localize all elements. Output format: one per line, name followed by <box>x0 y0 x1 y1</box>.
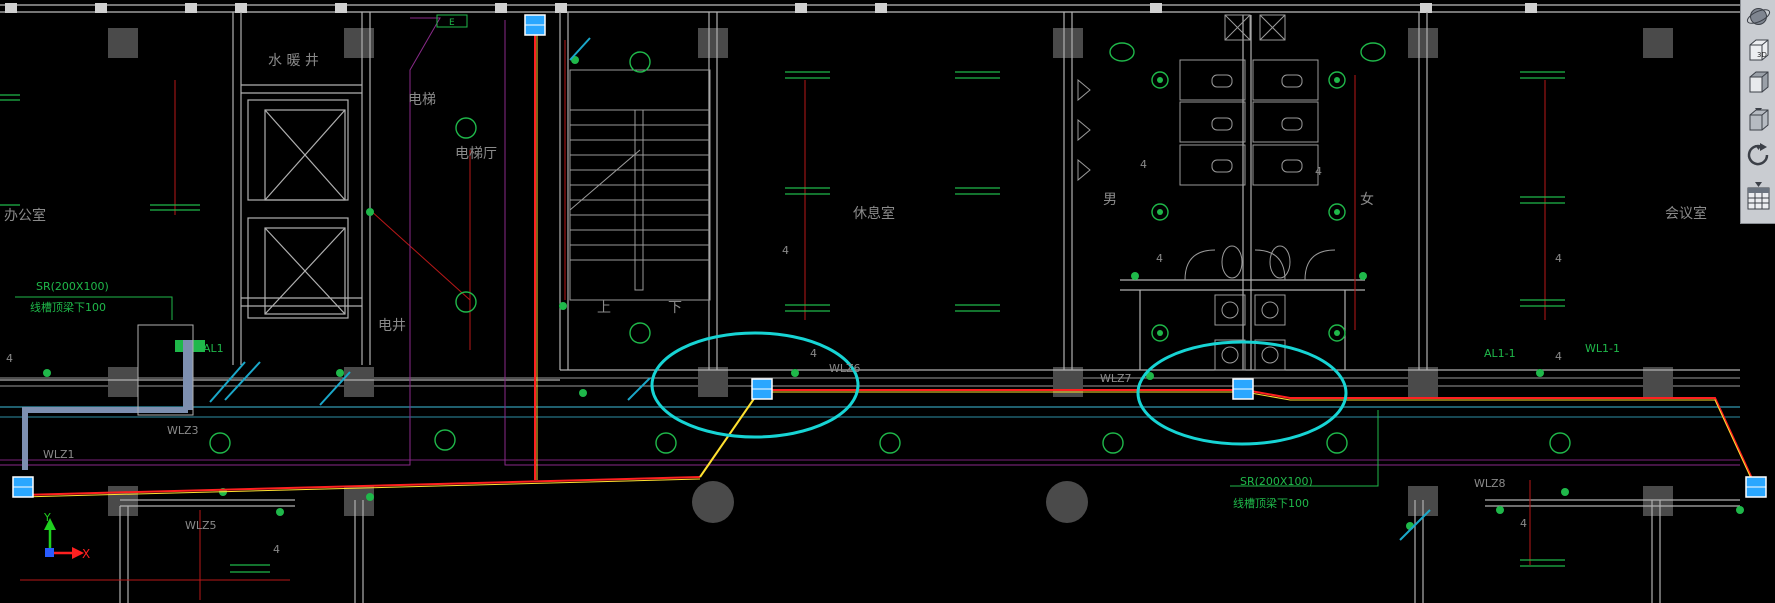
count-label: 4 <box>273 543 280 556</box>
axis-label-x: X <box>82 547 90 561</box>
chevron-down-icon[interactable] <box>1755 172 1762 187</box>
light-fixtures <box>209 42 1571 454</box>
room-label-female: 女 <box>1360 191 1374 208</box>
ucs-axis-icon: Y X <box>43 511 90 561</box>
count-label: 4 <box>1520 517 1527 530</box>
count-label: 4 <box>1140 158 1147 171</box>
room-label-meeting-room: 会议室 <box>1665 205 1707 222</box>
shade-icon[interactable] <box>1745 106 1772 133</box>
room-label-elevator: 电梯 <box>408 92 436 108</box>
corridor <box>0 377 1740 461</box>
top-window-ticks <box>5 3 1537 13</box>
annotation-frames <box>15 14 1379 487</box>
tray-spec-right: SR(200X100) <box>1240 475 1313 488</box>
count-label: 4 <box>1315 165 1322 178</box>
room-label-elevator-hall: 电梯厅 <box>455 146 497 162</box>
3d-view-icon[interactable]: 3D <box>1745 36 1772 63</box>
tray-note-right: 线槽顶梁下100 <box>1233 496 1309 510</box>
panel-al1-symbol <box>22 324 205 470</box>
orbit-icon[interactable] <box>1745 3 1772 30</box>
cable-routes <box>20 40 1546 600</box>
count-label: 4 <box>1156 252 1163 265</box>
side-doors <box>1077 78 1091 182</box>
door-tag: E <box>449 18 455 28</box>
chevron-down-icon[interactable] <box>1755 98 1762 113</box>
structural-columns <box>108 28 1673 523</box>
sockets <box>209 37 1431 541</box>
room-label-water-well: 水 暖 井 <box>268 53 319 69</box>
rotate-icon[interactable] <box>1745 142 1772 169</box>
highlight-ellipses <box>650 331 1348 446</box>
tray-note-left: 线槽顶梁下100 <box>30 300 106 314</box>
walls <box>0 12 1740 603</box>
circuit-label-wlz5: WLZ5 <box>185 519 217 532</box>
room-label-office: 办公室 <box>4 207 46 224</box>
room-label-rest-room: 休息室 <box>853 205 895 222</box>
count-label: 4 <box>1555 350 1562 363</box>
view-cube-icon[interactable] <box>1745 68 1772 95</box>
circuit-label-wlz7: WLZ7 <box>1100 372 1132 385</box>
main-wire <box>21 25 1756 498</box>
circuit-label-wlz1: WLZ1 <box>43 448 75 461</box>
elevator-shafts <box>247 99 349 319</box>
panel-label-al1: AL1 <box>203 342 224 355</box>
stair-down-label: 下 <box>668 300 682 316</box>
tray-spec-left: SR(200X100) <box>36 280 109 293</box>
switch-dots <box>43 56 1744 530</box>
staircase <box>569 69 711 301</box>
panel-label-al1-1: AL1-1 <box>1484 347 1516 360</box>
navigation-toolbar: 3D <box>1740 0 1775 224</box>
circuit-label-wlz6: WLZ6 <box>829 362 861 375</box>
dimension-marks <box>0 71 1565 573</box>
room-label-male: 男 <box>1103 192 1117 208</box>
device-markers[interactable] <box>12 14 1767 498</box>
count-label: 4 <box>782 244 789 257</box>
count-label: 4 <box>1555 252 1562 265</box>
stair-up-label: 上 <box>597 300 611 316</box>
count-label: 4 <box>810 347 817 360</box>
count-label: 4 <box>6 352 13 365</box>
3d-label: 3D <box>1757 51 1767 59</box>
top-wall <box>0 4 1740 13</box>
room-label-electric-shaft: 电井 <box>378 318 406 334</box>
chevron-down-icon[interactable] <box>1755 135 1762 150</box>
grid-icon[interactable] <box>1745 185 1772 212</box>
axis-label-y: Y <box>43 511 51 524</box>
restroom-fixtures <box>1179 14 1336 371</box>
circuit-label-wlz3: WLZ3 <box>167 424 199 437</box>
panel-label-wl1-1: WL1-1 <box>1585 342 1620 355</box>
zone-boundaries <box>0 17 1740 466</box>
circuit-label-wlz8: WLZ8 <box>1474 477 1506 490</box>
